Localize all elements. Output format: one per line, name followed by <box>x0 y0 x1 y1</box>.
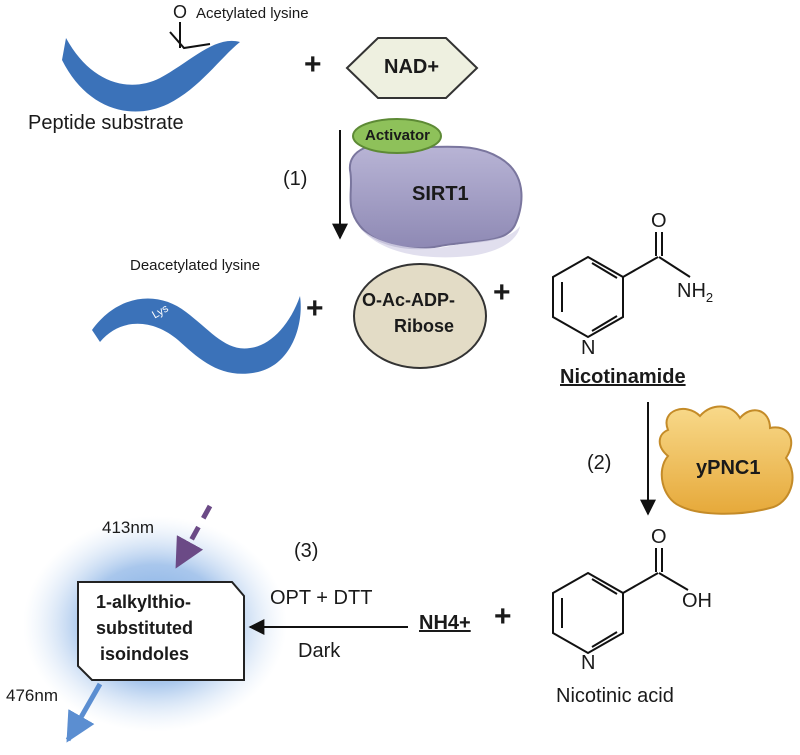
nicotinamide-nitrogen-label: N <box>581 337 596 359</box>
sirt1-label: SIRT1 <box>412 183 469 205</box>
nad-hexagon <box>345 37 479 99</box>
sirt1-shadow <box>360 226 520 258</box>
nicotinamide-nh-text: NH <box>677 280 706 302</box>
oacadpr-ellipse <box>353 263 487 369</box>
isoindole-label-line2: substituted <box>96 618 193 638</box>
isoindole-product-box <box>77 581 245 681</box>
reagents-label: OPT + DTT <box>270 587 373 609</box>
nicotinamide-side-bond <box>622 256 659 278</box>
nicotinic-acid-label: Nicotinic acid <box>556 685 674 707</box>
step3-label: (3) <box>294 540 319 562</box>
ypnc1-enzyme <box>658 405 794 515</box>
activator-label: Activator <box>365 127 431 144</box>
step2-label: (2) <box>587 452 612 474</box>
isoindole-label-line3: isoindoles <box>100 644 190 664</box>
nicotinamide-label: Nicotinamide <box>560 366 686 388</box>
plus-sign-2: + <box>306 292 324 325</box>
peptide-substrate-shape <box>62 38 240 112</box>
ammonium-label: NH4+ <box>419 612 471 634</box>
nicotinic-nitrogen-label: N <box>581 652 596 674</box>
nicotinamide-oxygen-label: O <box>651 210 667 232</box>
nicotinic-oxygen-label: O <box>651 526 667 548</box>
step1-label: (1) <box>283 168 308 190</box>
dark-condition-label: Dark <box>298 640 341 662</box>
nicotinamide-ring <box>552 255 624 339</box>
oacadpr-label-line2: Ribose <box>394 316 455 336</box>
nicotinamide-nh2-subscript: 2 <box>705 290 714 305</box>
nicotinic-double-bond <box>591 578 618 595</box>
acetyl-oxygen-label: O <box>173 2 188 22</box>
peptide-substrate-label: Peptide substrate <box>28 112 184 134</box>
plus-sign-1: + <box>304 48 322 81</box>
nicotinic-double-bond <box>591 631 618 648</box>
nad-label: NAD+ <box>384 56 440 78</box>
nicotinamide-amide-bond <box>658 256 691 278</box>
ypnc1-label: yPNC1 <box>696 457 761 479</box>
deacetylated-lysine-label: Deacetylated lysine <box>130 257 261 274</box>
nicotinic-acid-ring <box>552 571 624 655</box>
nicotinamide-double-bond <box>591 315 618 332</box>
emission-arrow <box>65 682 103 743</box>
nicotinamide-nh2-label: NH2 <box>677 280 713 305</box>
excitation-arrow <box>174 504 213 569</box>
nicotinamide-double-bond <box>591 262 618 279</box>
plus-sign-4: + <box>494 600 512 633</box>
plus-sign-3: + <box>493 276 511 309</box>
nicotinic-hydroxyl-bond <box>658 572 689 591</box>
oacadpr-label-line1: O-Ac-ADP- <box>362 290 455 310</box>
acetylated-lysine-label: Acetylated lysine <box>196 5 309 22</box>
acetyl-group-bond <box>169 31 211 50</box>
peptide-deacetylated-shape <box>92 296 301 374</box>
emission-wavelength-label: 476nm <box>6 686 58 705</box>
isoindole-label-line1: 1-alkylthio- <box>96 592 192 612</box>
nicotinic-side-bond <box>622 572 659 594</box>
excitation-wavelength-label: 413nm <box>102 518 154 537</box>
nicotinic-oh-label: OH <box>682 590 712 612</box>
activator-shape <box>352 118 442 154</box>
